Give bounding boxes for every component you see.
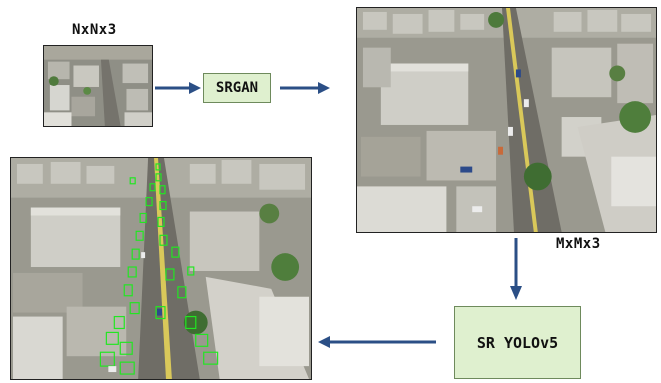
sr-yolov5-box: SR YOLOv5	[454, 306, 581, 379]
sr-yolov5-label: SR YOLOv5	[476, 333, 559, 352]
sr-dimension-label: MxMx3	[556, 236, 601, 252]
super-resolved-image	[356, 7, 657, 233]
arrow-to-detections	[318, 336, 436, 348]
arrow-to-sr-image	[280, 82, 330, 94]
srgan-label: SRGAN	[215, 80, 259, 96]
detection-image	[10, 157, 312, 380]
input-image	[43, 45, 153, 127]
arrow-to-detector	[510, 238, 522, 300]
input-dimension-label: NxNx3	[72, 22, 117, 38]
srgan-box: SRGAN	[203, 73, 271, 103]
arrow-to-srgan	[155, 82, 201, 94]
